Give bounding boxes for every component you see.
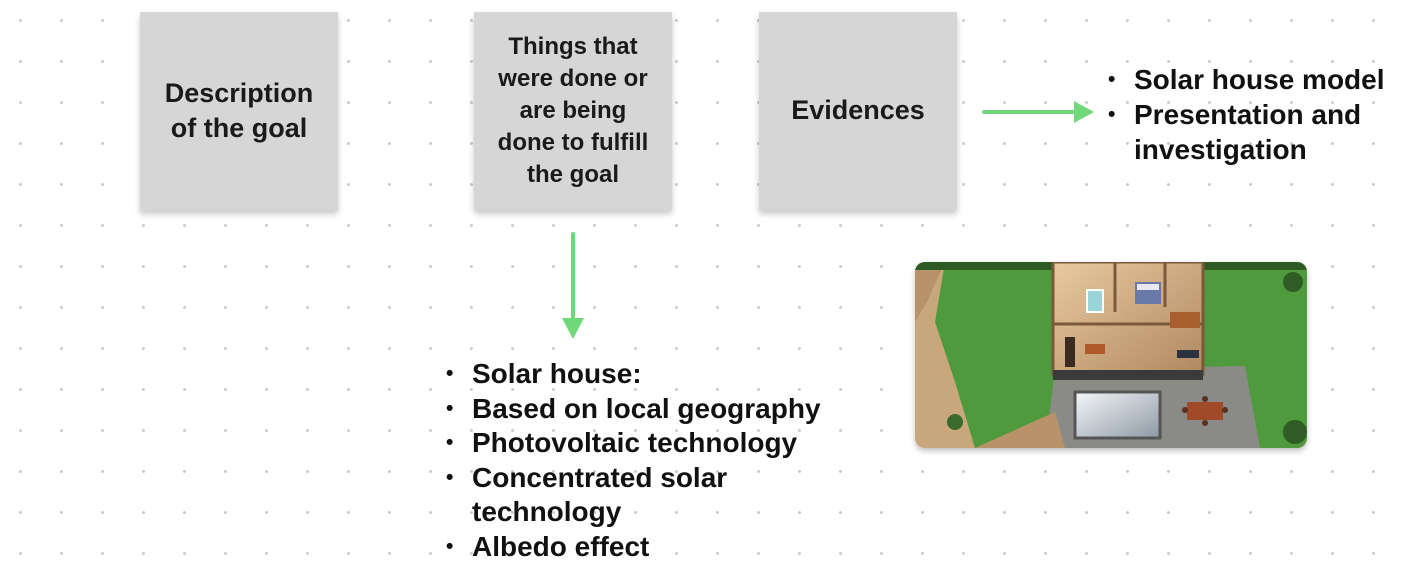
evidences-label: Evidences [791,93,925,128]
solar-house-model-photo [915,262,1307,448]
evidence-list: Solar house model Presentation and inves… [1106,62,1403,167]
evidence-item: Solar house model [1106,62,1403,97]
action-item: Photovoltaic technology [444,426,864,461]
goal-description-label: Description of the goal [165,76,314,146]
actions-list: Solar house: Based on local geography Ph… [444,357,864,564]
evidence-item: Presentation and investigation [1106,97,1403,167]
action-item: Solar house: [444,357,864,392]
solar-house-model-photo-icon [915,262,1307,448]
actions-label: Things that were done or are being done … [498,31,649,191]
action-item: Based on local geography [444,392,864,427]
action-item: Concentrated solar technology [444,461,782,530]
evidences-box: Evidences [759,12,957,210]
action-item: Albedo effect [444,530,864,564]
goal-description-box: Description of the goal [140,12,338,210]
actions-box: Things that were done or are being done … [474,12,672,210]
